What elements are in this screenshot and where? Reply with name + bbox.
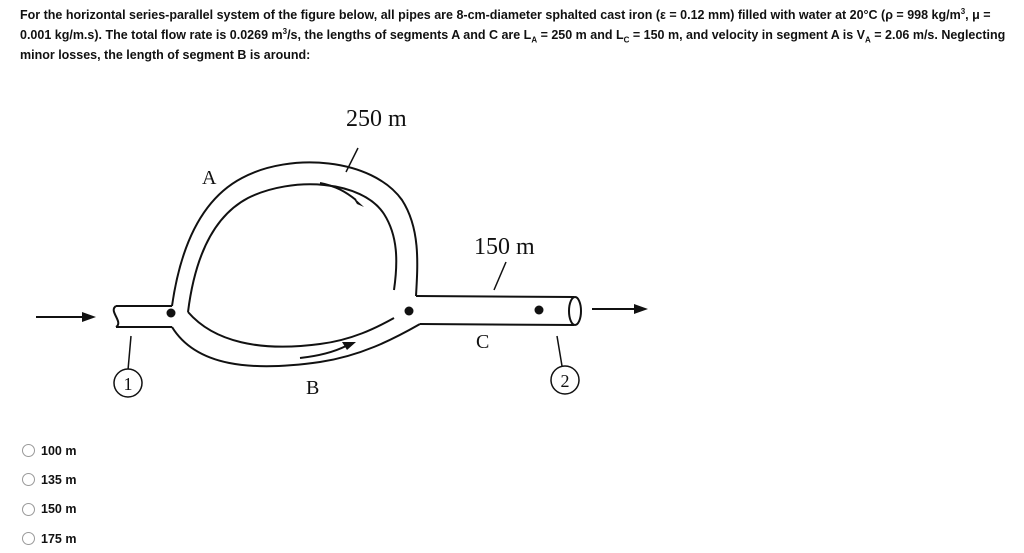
junction-dot-left [166, 308, 176, 318]
node-1: 1 [113, 368, 143, 398]
pipe-loop-outer-wall [171, 161, 419, 307]
node-2-label: 2 [561, 371, 570, 391]
superscript: 3 [282, 26, 288, 36]
question-text: For the horizontal series-parallel syste… [20, 5, 1010, 65]
subscript: A [531, 35, 538, 45]
leader-lines [127, 147, 563, 371]
subscript: A [865, 35, 871, 45]
radio-button[interactable] [22, 473, 35, 487]
segment-A-label: A [202, 167, 217, 189]
subscript: C [623, 35, 630, 45]
superscript: 3 [960, 6, 966, 16]
flow-arrow-B [299, 342, 356, 359]
pipe-loop-inner-wall [187, 183, 398, 313]
answer-option[interactable]: 100 m [22, 436, 76, 465]
outlet-pipe [415, 295, 582, 326]
segment-C-label: C [476, 331, 489, 353]
answer-option-label: 100 m [41, 443, 77, 458]
question-part: = 2.06 m/s. Neglecting minor losses, the… [20, 28, 1006, 62]
question-part: , μ = 0.001 kg/m.s). The total flow rate… [20, 8, 991, 42]
inlet-pipe [112, 305, 172, 328]
pipe-B-outer-wall [171, 323, 421, 368]
question-part: For the horizontal series-parallel syste… [20, 8, 961, 22]
inlet-flow-arrow [36, 312, 96, 322]
answer-options: 100 m 135 m 150 m 175 m [22, 436, 76, 553]
radio-button[interactable] [22, 502, 35, 516]
node-1-label: 1 [124, 374, 133, 394]
junction-dot-outlet [534, 305, 544, 315]
junction-dot-right [404, 306, 414, 316]
radio-button[interactable] [22, 444, 35, 458]
pipe-loop [171, 161, 421, 368]
segment-B-label: B [306, 377, 319, 399]
outlet-flow-arrow [592, 304, 648, 314]
answer-option-label: 135 m [41, 472, 77, 487]
segment-C-length-label: 150 m [474, 234, 535, 260]
pipe-system-figure: 250 m A 150 m C B 1 2 [36, 106, 648, 399]
answer-option[interactable]: 135 m [22, 465, 76, 494]
radio-button[interactable] [22, 532, 35, 546]
answer-option[interactable]: 150 m [22, 495, 76, 524]
pipe-B-inner-wall [187, 311, 395, 348]
answer-option-label: 150 m [41, 502, 77, 517]
flow-arrow-A [319, 182, 364, 207]
question-part: = 250 m and L [537, 28, 624, 42]
answer-option[interactable]: 175 m [22, 524, 76, 553]
node-2: 2 [550, 365, 580, 395]
segment-A-length-label: 250 m [346, 106, 407, 132]
question-part: /s, the lengths of segments A and C are … [287, 28, 532, 42]
question-part: = 150 m, and velocity in segment A is V [629, 28, 866, 42]
answer-option-label: 175 m [41, 531, 77, 546]
